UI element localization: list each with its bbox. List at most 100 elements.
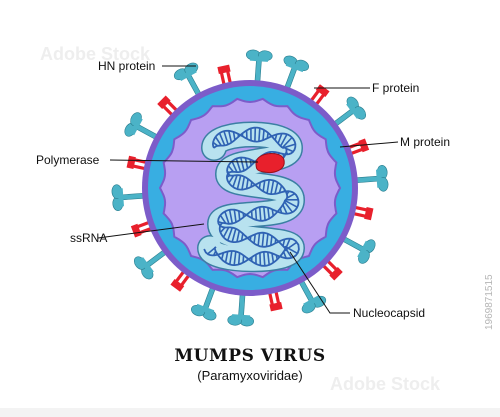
label-polymerase: Polymerase <box>36 153 100 167</box>
helix-tick <box>218 132 226 146</box>
helix-tick <box>219 214 227 224</box>
hn-protein-spike <box>246 49 273 85</box>
ssrna-helix <box>203 126 300 267</box>
helix-strand <box>211 129 300 266</box>
hn-protein-spike <box>339 235 376 264</box>
polymerase-protein <box>255 153 285 173</box>
helix-tick <box>283 201 294 213</box>
helix-tick <box>267 207 270 219</box>
f-protein-spike <box>157 95 180 118</box>
helix-tick <box>220 252 225 260</box>
helix-tick <box>285 246 298 255</box>
helix-tick <box>231 160 238 173</box>
helix-tick <box>250 210 253 219</box>
hn-protein-spike <box>111 184 147 211</box>
footer-bar <box>0 408 500 417</box>
helix-tick <box>285 147 294 153</box>
helix-tick <box>267 252 270 265</box>
helix-tick <box>224 251 229 263</box>
helix-tick <box>283 143 296 149</box>
hn-protein-spike <box>173 62 203 99</box>
helix-tick <box>266 179 270 194</box>
helix-tick <box>232 131 236 141</box>
helix-tick <box>240 233 244 241</box>
hn-protein-spike <box>191 284 217 321</box>
helix-tick <box>236 230 241 243</box>
surface-spikes <box>111 49 389 327</box>
helix-tick <box>214 136 222 147</box>
helix-tick <box>258 207 262 221</box>
diagram-subtitle: (Paramyxoviridae) <box>197 368 302 383</box>
helix-tick <box>270 235 273 246</box>
helix-tick <box>282 239 286 247</box>
helix-tick <box>278 185 283 194</box>
hn-protein-spike <box>283 55 309 92</box>
leader-m <box>339 141 399 148</box>
hn-protein-spike <box>331 96 367 128</box>
helix-tick <box>223 130 229 145</box>
label-nucleocapsid: Nucleocapsid <box>353 306 425 320</box>
helix-tick <box>277 133 283 144</box>
helix-tick <box>224 211 230 225</box>
background-watermark: Adobe Stock Adobe Stock <box>40 44 441 394</box>
label-m-protein: M protein <box>400 135 450 149</box>
helix-tick <box>271 253 275 263</box>
helix-tick <box>207 247 216 255</box>
helix-tick <box>233 209 237 223</box>
helix-tick <box>235 158 242 173</box>
f-protein-spike <box>170 268 192 292</box>
helix-tick <box>261 232 265 247</box>
helix-tick <box>228 175 235 184</box>
watermark-brand-2: Adobe Stock <box>330 374 441 394</box>
helix-tick <box>222 227 230 238</box>
helix-tick <box>262 129 265 141</box>
f-protein-spike <box>130 220 155 238</box>
helix-tick <box>242 255 245 263</box>
helix-tick <box>282 204 288 215</box>
helix-tick <box>244 157 249 169</box>
label-ssrna: ssRNA <box>70 231 107 245</box>
helix-tick <box>227 165 234 173</box>
helix-tick <box>274 182 279 194</box>
leader-nucleocapsid <box>289 251 350 314</box>
helix-tick <box>228 130 233 143</box>
helix-tick <box>279 133 288 147</box>
f-protein-spike <box>217 64 233 88</box>
helix-tick <box>233 251 237 266</box>
f-protein-spike <box>350 205 374 221</box>
helix-tick <box>282 251 287 259</box>
helix-tick <box>240 157 245 171</box>
helix-tick <box>259 252 262 266</box>
helix-tick <box>284 199 298 208</box>
helix-tick <box>241 176 246 190</box>
helix-tick <box>228 209 234 224</box>
helix-tick <box>281 136 293 149</box>
helix-tick <box>263 206 266 221</box>
helix-tick <box>237 252 241 265</box>
helix-strand <box>203 126 300 267</box>
helix-tick <box>231 228 237 243</box>
helix-tick <box>229 250 233 265</box>
hn-protein-spike <box>297 277 327 314</box>
stock-id: 1969871515 <box>484 274 495 330</box>
nucleocapsid <box>197 121 305 273</box>
f-protein-spike <box>267 288 283 312</box>
helix-tick <box>232 174 238 188</box>
hn-protein-spike <box>133 248 169 280</box>
f-protein-spike <box>320 258 343 281</box>
helix-tick <box>238 210 241 221</box>
helix-tick <box>262 180 266 192</box>
helix-tick <box>257 232 261 246</box>
f-protein-spike <box>308 84 330 108</box>
hn-protein-spike <box>353 165 389 192</box>
leader-lines <box>97 65 399 314</box>
leader-polymerase <box>109 159 259 163</box>
hn-protein-spike <box>227 291 254 327</box>
helix-tick <box>226 227 234 241</box>
helix-tick <box>265 233 269 247</box>
helix-tick <box>270 180 275 195</box>
helix-tick <box>236 175 242 190</box>
label-hn-protein: HN protein <box>98 59 155 73</box>
helix-tick <box>254 208 258 221</box>
